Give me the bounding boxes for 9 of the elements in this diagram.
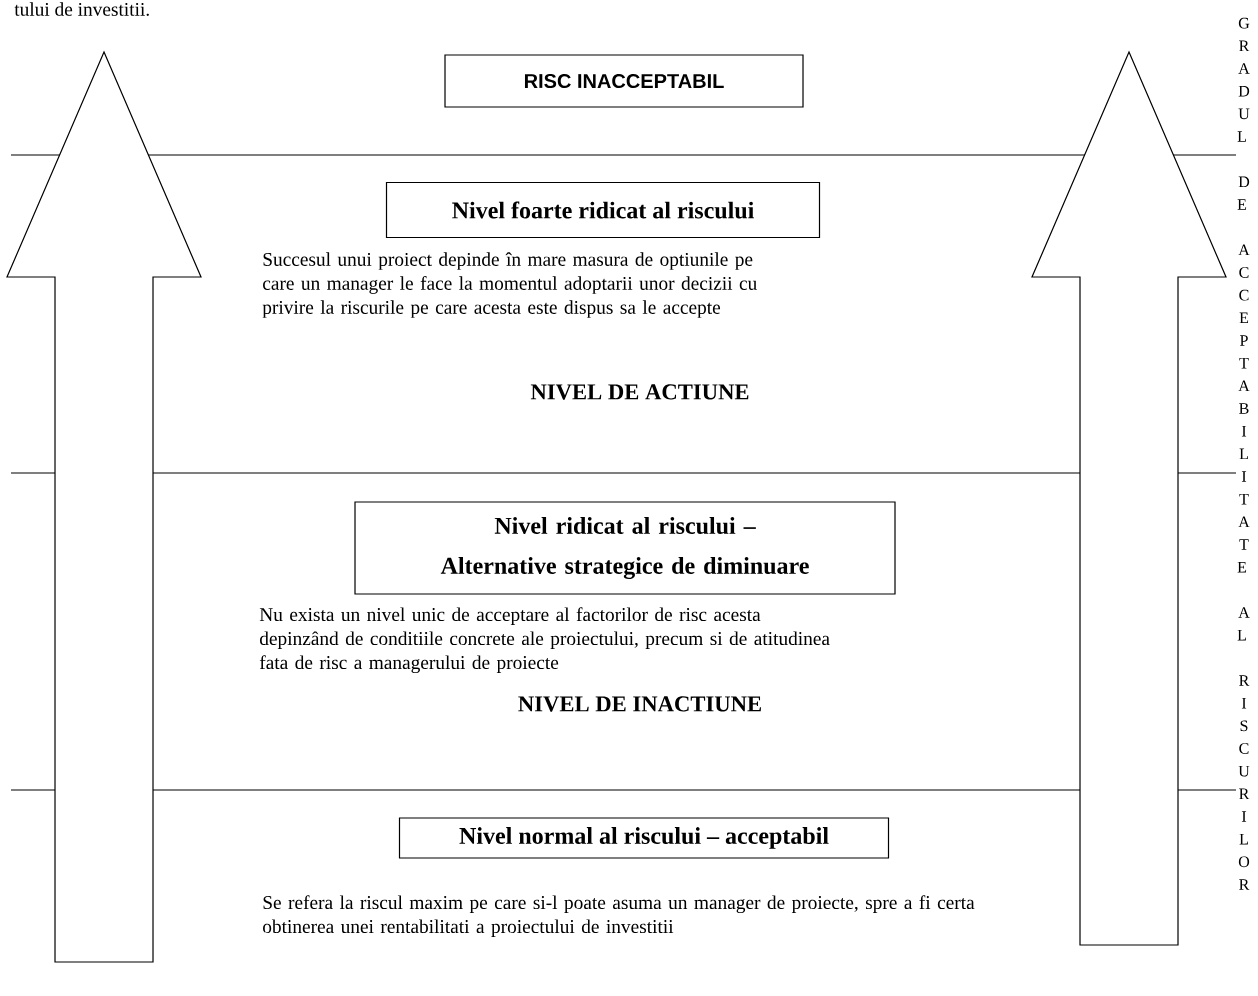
vertical-text: GRADUL DE ACCEPTABILITATE AL RISCURILOR xyxy=(1237,17,1250,890)
risk-level-box: Nivel foarte ridicat al riscului xyxy=(385,181,821,239)
description-text: Se refera la riscul maxim pe care si-l poate asuma un manager de proiecte, spre a fi certa obtinerea unei rentabilitati a proiectului de investitii xyxy=(263,895,975,937)
risk-level-box: Nivel ridicat al riscului – Alternative strategice de diminuare xyxy=(354,501,896,595)
level-heading: NIVEL DE INACTIUNE xyxy=(518,696,761,712)
level-heading: NIVEL DE ACTIUNE xyxy=(530,384,749,400)
risk-level-box: RISC INACCEPTABIL xyxy=(444,54,804,108)
risk-level-box: Nivel normal al riscului – acceptabil xyxy=(398,817,890,859)
top-text: tului de investitii. xyxy=(14,2,149,16)
